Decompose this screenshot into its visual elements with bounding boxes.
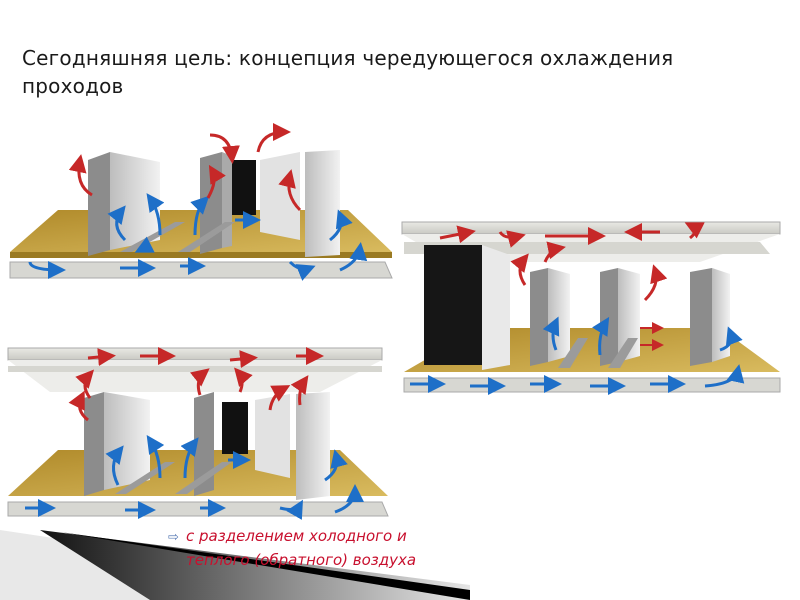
caption-line-2: теплого (обратного) воздуха xyxy=(186,551,417,569)
caption-line-1: с разделением холодного и xyxy=(186,527,407,545)
arrow-bullet-icon: ⇨ xyxy=(168,530,179,545)
scene-full-containment xyxy=(7,347,389,520)
scene-raised-floor xyxy=(9,123,393,281)
scene-ceiling-return xyxy=(401,221,781,395)
slide-title: Сегодняшняя цель: концепция чередующегос… xyxy=(22,46,674,98)
caption: ⇨ с разделением холодного и теплого (обра… xyxy=(168,525,416,571)
